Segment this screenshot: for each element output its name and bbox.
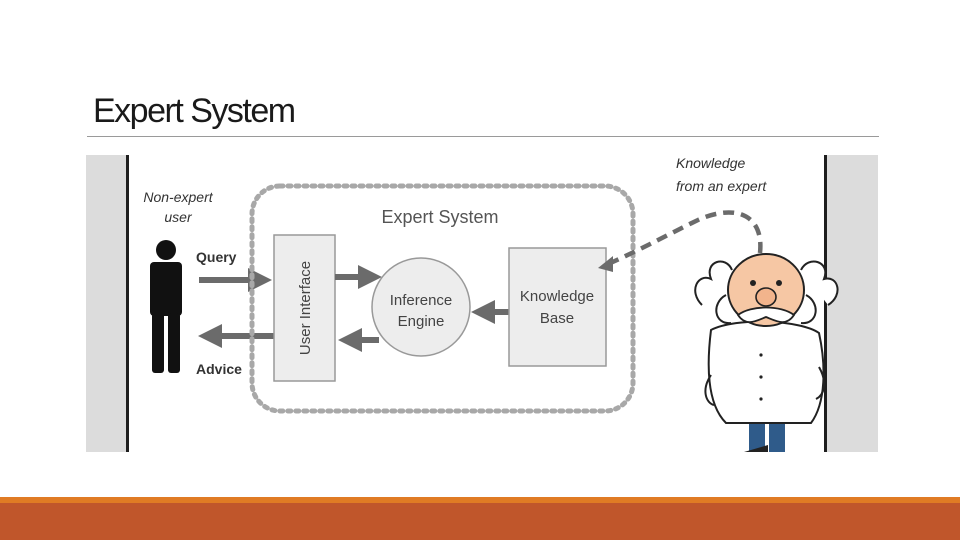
user-label-line1: Non-expert (143, 189, 213, 205)
user-interface-label: User Interface (297, 261, 314, 355)
footer-accent-line (0, 497, 960, 503)
expert-label-line1: Knowledge (676, 155, 745, 171)
knowledge-base-box (508, 247, 607, 367)
user-label-line2: user (164, 209, 193, 225)
left-border (126, 155, 129, 452)
slide-title: Expert System (93, 92, 296, 130)
title-divider (87, 136, 879, 137)
inference-label-line1: Inference (390, 292, 453, 309)
expert-system-diagram: Non-expert user Query Advice Expert Syst… (86, 155, 878, 452)
expert-knowledge-arrow (605, 210, 763, 268)
footer-bar (0, 503, 960, 540)
expert-system-figure: Non-expert user Query Advice Expert Syst… (86, 155, 878, 452)
query-label: Query (196, 249, 237, 265)
expert-arrow-head (598, 256, 613, 272)
left-side-panel (86, 155, 126, 452)
person-silhouette-icon (150, 240, 182, 373)
right-side-panel (827, 155, 878, 452)
expert-system-boundary (249, 183, 636, 414)
inference-label-line2: Engine (398, 313, 445, 330)
expert-system-label: Expert System (381, 207, 498, 227)
kb-label-line1: Knowledge (520, 288, 594, 305)
expert-cartoon-icon (694, 253, 839, 452)
kb-label-line2: Base (540, 310, 574, 327)
right-border (824, 155, 827, 452)
advice-label: Advice (196, 361, 242, 377)
inference-engine-circle (371, 257, 471, 357)
expert-label-line2: from an expert (676, 178, 767, 194)
user-interface-box (273, 234, 336, 382)
